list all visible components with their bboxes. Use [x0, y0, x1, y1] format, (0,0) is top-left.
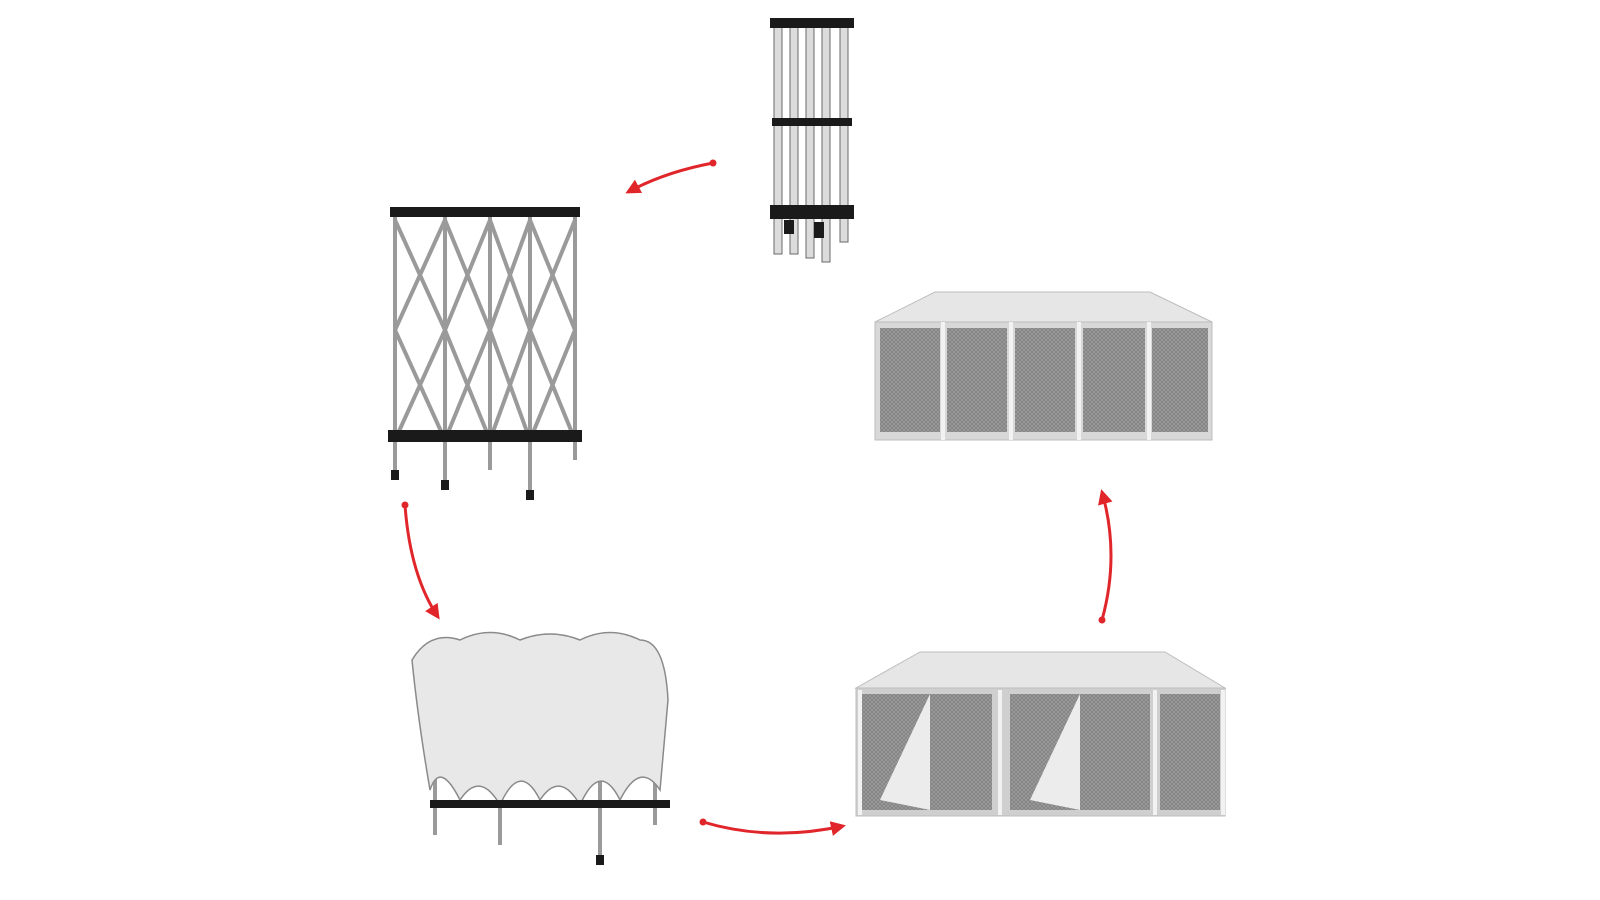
arrow-folded-to-expanded: [625, 161, 714, 194]
arrow-start-dot: [401, 501, 409, 509]
arrow-open-to-closed-gazebo: [1098, 489, 1113, 621]
arrow-start-dot: [1098, 616, 1106, 624]
expanded-frame-image: [388, 207, 582, 500]
gazebo-curtains-closed-image: [874, 291, 1213, 441]
arrow-expanded-to-canopy: [403, 504, 440, 620]
frame-with-canopy-image: [411, 631, 670, 865]
arrow-canopy-to-open-gazebo: [702, 820, 846, 836]
arrow-start-dot: [699, 818, 707, 826]
folded-frame-image: [770, 18, 854, 263]
gazebo-curtains-open-image: [854, 651, 1227, 817]
arrow-start-dot: [709, 159, 717, 167]
